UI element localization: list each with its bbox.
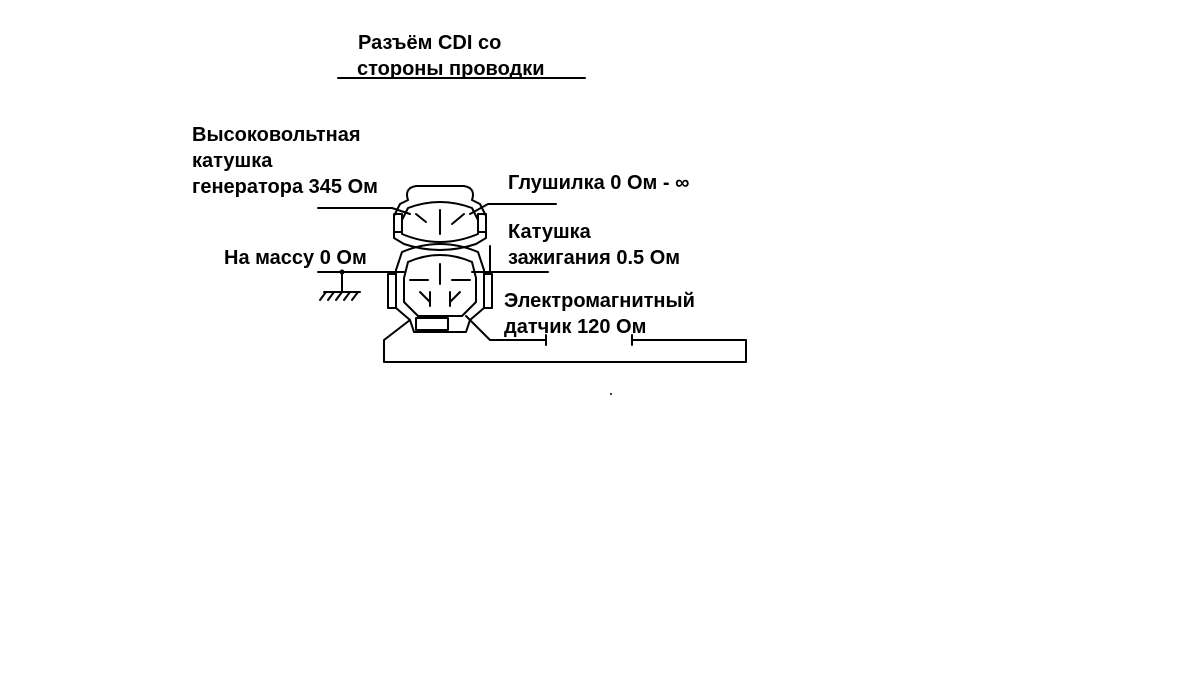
- upper-pin-right: [451, 213, 465, 225]
- lower-side-tab-left: [387, 273, 397, 309]
- ignition-coil-label-line-1: Катушка: [508, 221, 591, 243]
- ground-label: На массу 0 Ом: [224, 247, 367, 269]
- upper-pin-left: [415, 213, 427, 223]
- hv-coil-label-line-2: катушка: [192, 150, 273, 172]
- pickup-label-line-2: датчик 120 Ом: [504, 316, 647, 338]
- title-line-2: стороны проводки: [357, 58, 545, 80]
- lower-connector-inner: [403, 254, 477, 317]
- lower-side-tab-right: [483, 273, 493, 309]
- ground-hatch-2: [327, 291, 335, 301]
- pickup-leader-start: [465, 315, 547, 341]
- ground-hatch-1: [319, 291, 327, 301]
- upper-connector-inner: [401, 201, 479, 243]
- title-line-1: Разъём CDI со: [358, 32, 502, 54]
- lower-connector-body: [395, 243, 485, 333]
- upper-latch-right: [477, 213, 487, 233]
- ground-hatch-5: [351, 291, 359, 301]
- hv-coil-label-line-3: генератора 345 Ом: [192, 176, 378, 198]
- upper-latch-left: [393, 213, 403, 233]
- hv-coil-leader: [317, 207, 411, 215]
- lower-key-slot: [415, 317, 449, 331]
- lower-pin-bottom-right-a: [449, 291, 461, 303]
- stray-dot: [610, 393, 612, 395]
- kill-switch-label: Глушилка 0 Ом - ∞: [508, 172, 690, 194]
- kill-switch-leader: [469, 203, 557, 215]
- ignition-coil-label-line-2: зажигания 0.5 Ом: [508, 247, 681, 269]
- ground-hatch-3: [335, 291, 343, 301]
- lower-pin-bottom-left-a: [419, 291, 431, 303]
- hv-coil-label-line-1: Высоковольтная: [192, 124, 361, 146]
- ground-hatch-4: [343, 291, 351, 301]
- ground-junction-dot: [339, 269, 345, 275]
- pickup-leader-loop: [383, 319, 747, 363]
- pickup-label-line-1: Электромагнитный: [504, 290, 695, 312]
